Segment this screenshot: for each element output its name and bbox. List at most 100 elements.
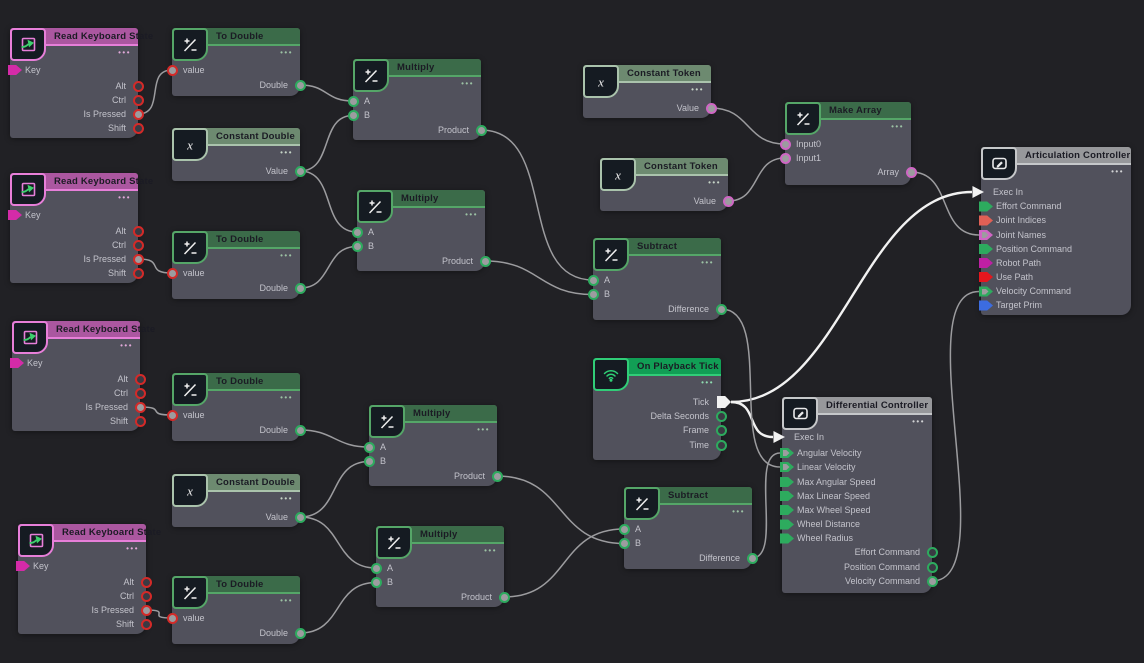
node-menu-dots[interactable]: ••• (484, 546, 497, 555)
wire-cd2-value-to-mul4-a[interactable] (299, 516, 377, 569)
pin-rks4-alt[interactable] (140, 576, 152, 588)
pin-mul1-a[interactable] (347, 95, 359, 107)
pin-td2-double[interactable] (294, 282, 306, 294)
node-ct2[interactable]: Constant Token x•••Value (600, 158, 734, 211)
wire-cd2-value-to-mul3-b[interactable] (299, 460, 370, 518)
wire-mul2-product-to-sub1-b[interactable] (484, 260, 594, 296)
wire-td4-double-to-mul4-b[interactable] (299, 581, 377, 634)
pin-diffctrl-position-command[interactable] (926, 561, 938, 573)
wire-cd1-value-to-mul2-a[interactable] (299, 170, 358, 233)
pin-diffctrl-wheel-distance[interactable] (780, 519, 794, 530)
pin-sub2-a[interactable] (618, 523, 630, 535)
node-ct1[interactable]: Constant Token x•••Value (583, 65, 717, 118)
pin-mul4-a[interactable] (370, 562, 382, 574)
pin-rks2-shift[interactable] (132, 267, 144, 279)
node-menu-dots[interactable]: ••• (120, 341, 133, 350)
pin-rks1-ctrl[interactable] (132, 94, 144, 106)
pin-mul2-b[interactable] (351, 241, 363, 252)
wire-rks4-is-pressed-to-td4-value[interactable] (145, 609, 173, 619)
node-menu-dots[interactable]: ••• (126, 544, 139, 553)
node-menu-dots[interactable]: ••• (477, 425, 490, 434)
node-menu-dots[interactable]: ••• (912, 417, 925, 426)
node-titlebar[interactable]: Articulation Controller (981, 147, 1131, 165)
pin-td4-value[interactable] (166, 612, 178, 624)
pin-makearray-input1[interactable] (779, 152, 791, 164)
pin-artctrl-position-command[interactable] (979, 243, 993, 255)
wire-td3-double-to-mul3-a[interactable] (299, 429, 370, 448)
pin-rks3-ctrl[interactable] (134, 387, 146, 399)
pin-diffctrl-max-wheel-speed[interactable] (780, 504, 794, 516)
pin-rks4-shift[interactable] (140, 618, 152, 630)
pin-cd1-value[interactable] (294, 165, 306, 177)
node-menu-dots[interactable]: ••• (701, 378, 714, 387)
wire-sub1-difference-to-diffctrl-linear-velocity[interactable] (720, 308, 781, 468)
wire-makearray-array-to-artctrl-joint-names[interactable] (910, 171, 980, 236)
node-menu-dots[interactable]: ••• (280, 251, 293, 260)
wire-rks1-is-pressed-to-td1-value[interactable] (137, 69, 173, 115)
pin-sub2-difference[interactable] (746, 552, 758, 564)
pin-mul3-a[interactable] (363, 441, 375, 453)
pin-rks3-is-pressed[interactable] (134, 401, 146, 413)
pin-sub1-a[interactable] (587, 274, 599, 286)
pin-cd2-value[interactable] (294, 511, 306, 523)
pin-rks1-is-pressed[interactable] (132, 108, 144, 120)
node-menu-dots[interactable]: ••• (461, 79, 474, 88)
pin-ct2-value[interactable] (722, 195, 734, 207)
pin-td1-value[interactable] (166, 64, 178, 76)
pin-td3-double[interactable] (294, 424, 306, 436)
pin-artctrl-use-path[interactable] (979, 271, 993, 283)
node-menu-dots[interactable]: ••• (891, 122, 904, 131)
wire-mul4-product-to-sub2-a[interactable] (503, 528, 625, 598)
pin-rks1-shift[interactable] (132, 122, 144, 134)
node-menu-dots[interactable]: ••• (732, 507, 745, 516)
pin-diffctrl-angular-velocity[interactable] (780, 447, 794, 459)
pin-playbacktick-delta-seconds[interactable] (715, 410, 727, 422)
wire-rks2-is-pressed-to-td2-value[interactable] (137, 258, 173, 274)
wire-ct2-value-to-makearray-input1[interactable] (727, 157, 786, 202)
pin-rks3-key[interactable] (10, 357, 24, 369)
pin-diffctrl-velocity-command[interactable] (926, 575, 938, 587)
pin-artctrl-exec-in[interactable] (972, 186, 984, 198)
node-menu-dots[interactable]: ••• (280, 494, 293, 503)
pin-mul2-a[interactable] (351, 226, 363, 238)
pin-diffctrl-max-angular-speed[interactable] (780, 476, 794, 488)
pin-td3-value[interactable] (166, 409, 178, 421)
pin-rks2-key[interactable] (8, 209, 22, 221)
pin-rks4-ctrl[interactable] (140, 590, 152, 602)
pin-rks3-alt[interactable] (134, 373, 146, 385)
pin-diffctrl-exec-in[interactable] (773, 431, 785, 443)
pin-diffctrl-effort-command[interactable] (926, 547, 938, 558)
pin-sub1-difference[interactable] (715, 303, 727, 315)
node-menu-dots[interactable]: ••• (465, 210, 478, 219)
pin-artctrl-target-prim[interactable] (979, 300, 993, 311)
node-menu-dots[interactable]: ••• (691, 85, 704, 94)
pin-playbacktick-time[interactable] (715, 439, 727, 451)
pin-makearray-input0[interactable] (779, 138, 791, 150)
node-menu-dots[interactable]: ••• (280, 148, 293, 157)
wire-td1-double-to-mul1-a[interactable] (299, 84, 354, 102)
pin-artctrl-velocity-command[interactable] (979, 286, 993, 297)
wire-td2-double-to-mul2-b[interactable] (299, 245, 358, 289)
pin-artctrl-robot-path[interactable] (979, 257, 993, 269)
pin-diffctrl-max-linear-speed[interactable] (780, 490, 794, 502)
wire-cd1-value-to-mul1-b[interactable] (299, 114, 354, 172)
pin-sub2-b[interactable] (618, 538, 630, 549)
node-menu-dots[interactable]: ••• (280, 393, 293, 402)
node-menu-dots[interactable]: ••• (701, 258, 714, 267)
pin-playbacktick-frame[interactable] (715, 425, 727, 436)
pin-artctrl-effort-command[interactable] (979, 201, 993, 212)
node-cd1[interactable]: Constant Double x•••Value (172, 128, 306, 181)
